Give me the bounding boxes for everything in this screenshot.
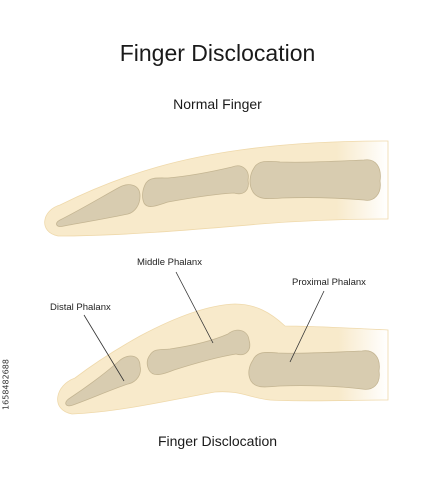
proximal-phalanx-label: Proximal Phalanx: [292, 277, 366, 288]
normal-middle-phalanx: [142, 165, 249, 207]
dislocated-middle-phalanx: [146, 329, 251, 375]
distal-phalanx-label: Distal Phalanx: [50, 302, 111, 313]
side-id-text: 1658482688: [1, 359, 11, 410]
dislocated-finger-skin: [57, 303, 389, 415]
normal-proximal-phalanx: [249, 159, 381, 201]
proximal-phalanx-leader: [289, 290, 325, 363]
middle-phalanx-label: Middle Phalanx: [137, 257, 202, 268]
distal-phalanx-leader: [83, 314, 125, 382]
dislocation-caption: Finger Disclocation: [157, 433, 278, 449]
page-title: Finger Disclocation: [119, 40, 316, 66]
dislocated-proximal-phalanx: [248, 350, 380, 390]
normal-distal-phalanx: [56, 184, 141, 227]
normal-finger: [44, 140, 389, 237]
middle-phalanx-leader: [175, 271, 214, 344]
dislocated-finger: [57, 303, 389, 415]
normal-finger-caption: Normal Finger: [173, 96, 262, 112]
